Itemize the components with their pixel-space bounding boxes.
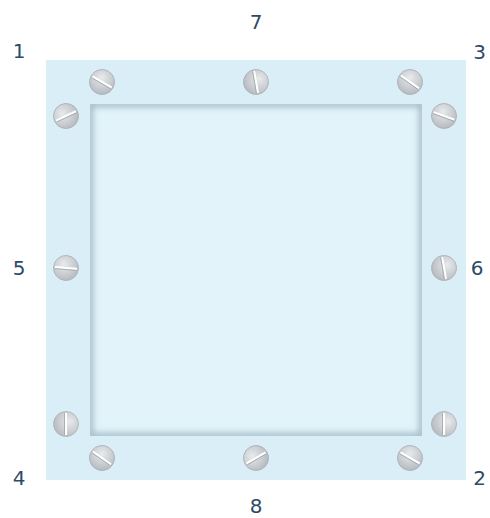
screw bbox=[85, 441, 120, 476]
callout-number: 2 bbox=[473, 468, 486, 488]
callout-number: 3 bbox=[473, 42, 486, 62]
screw-slot bbox=[400, 453, 419, 464]
screw-slot bbox=[434, 112, 455, 120]
screw-slot bbox=[401, 76, 419, 89]
screw-slot-shadow bbox=[57, 113, 77, 122]
screw-head bbox=[393, 441, 427, 475]
screw-head bbox=[432, 412, 457, 437]
screw-slot bbox=[246, 453, 265, 464]
screw-slot-shadow bbox=[64, 413, 65, 435]
screw-head bbox=[52, 254, 79, 281]
screw bbox=[428, 100, 460, 132]
outer-plate bbox=[46, 60, 466, 480]
screw-head bbox=[428, 100, 460, 132]
inner-window bbox=[90, 104, 422, 436]
screw-slot bbox=[92, 77, 111, 88]
screw-slot-shadow bbox=[400, 77, 418, 90]
callout-number: 7 bbox=[250, 12, 263, 32]
screw-head bbox=[49, 99, 82, 132]
callout-number: 8 bbox=[250, 496, 263, 516]
screw-group bbox=[49, 65, 460, 476]
screw bbox=[85, 65, 119, 99]
screw-head bbox=[242, 68, 271, 97]
screw bbox=[430, 254, 459, 283]
screw-slot-shadow bbox=[92, 453, 110, 466]
screw-slot-shadow bbox=[442, 413, 443, 435]
screw-head bbox=[393, 65, 428, 100]
screw bbox=[393, 441, 427, 475]
screw-head bbox=[430, 254, 459, 283]
screw-head bbox=[85, 441, 120, 476]
screw bbox=[432, 412, 457, 437]
screw-head bbox=[54, 412, 79, 437]
screw-head bbox=[239, 441, 273, 475]
callout-number: 6 bbox=[471, 258, 484, 278]
screw bbox=[239, 441, 273, 475]
screw-slot-shadow bbox=[92, 78, 111, 89]
screw-head bbox=[85, 65, 119, 99]
screw-slot bbox=[93, 452, 111, 465]
screw-slot-shadow bbox=[400, 454, 419, 465]
screw-slot-shadow bbox=[441, 257, 445, 279]
screw-slot bbox=[65, 413, 67, 435]
screw bbox=[393, 65, 428, 100]
screw-slot-shadow bbox=[55, 269, 77, 271]
screw bbox=[54, 412, 79, 437]
screw bbox=[242, 68, 271, 97]
callout-number: 5 bbox=[13, 258, 26, 278]
callout-number: 1 bbox=[13, 41, 26, 61]
window-shadow bbox=[90, 104, 422, 436]
screw bbox=[49, 99, 82, 132]
screw-slot bbox=[56, 111, 76, 120]
screw-slot-shadow bbox=[253, 71, 257, 93]
screw-slot-shadow bbox=[433, 114, 454, 122]
screw bbox=[52, 254, 79, 281]
callout-number: 4 bbox=[13, 468, 26, 488]
screw-slot-shadow bbox=[247, 454, 266, 465]
screw-slot bbox=[443, 413, 445, 435]
